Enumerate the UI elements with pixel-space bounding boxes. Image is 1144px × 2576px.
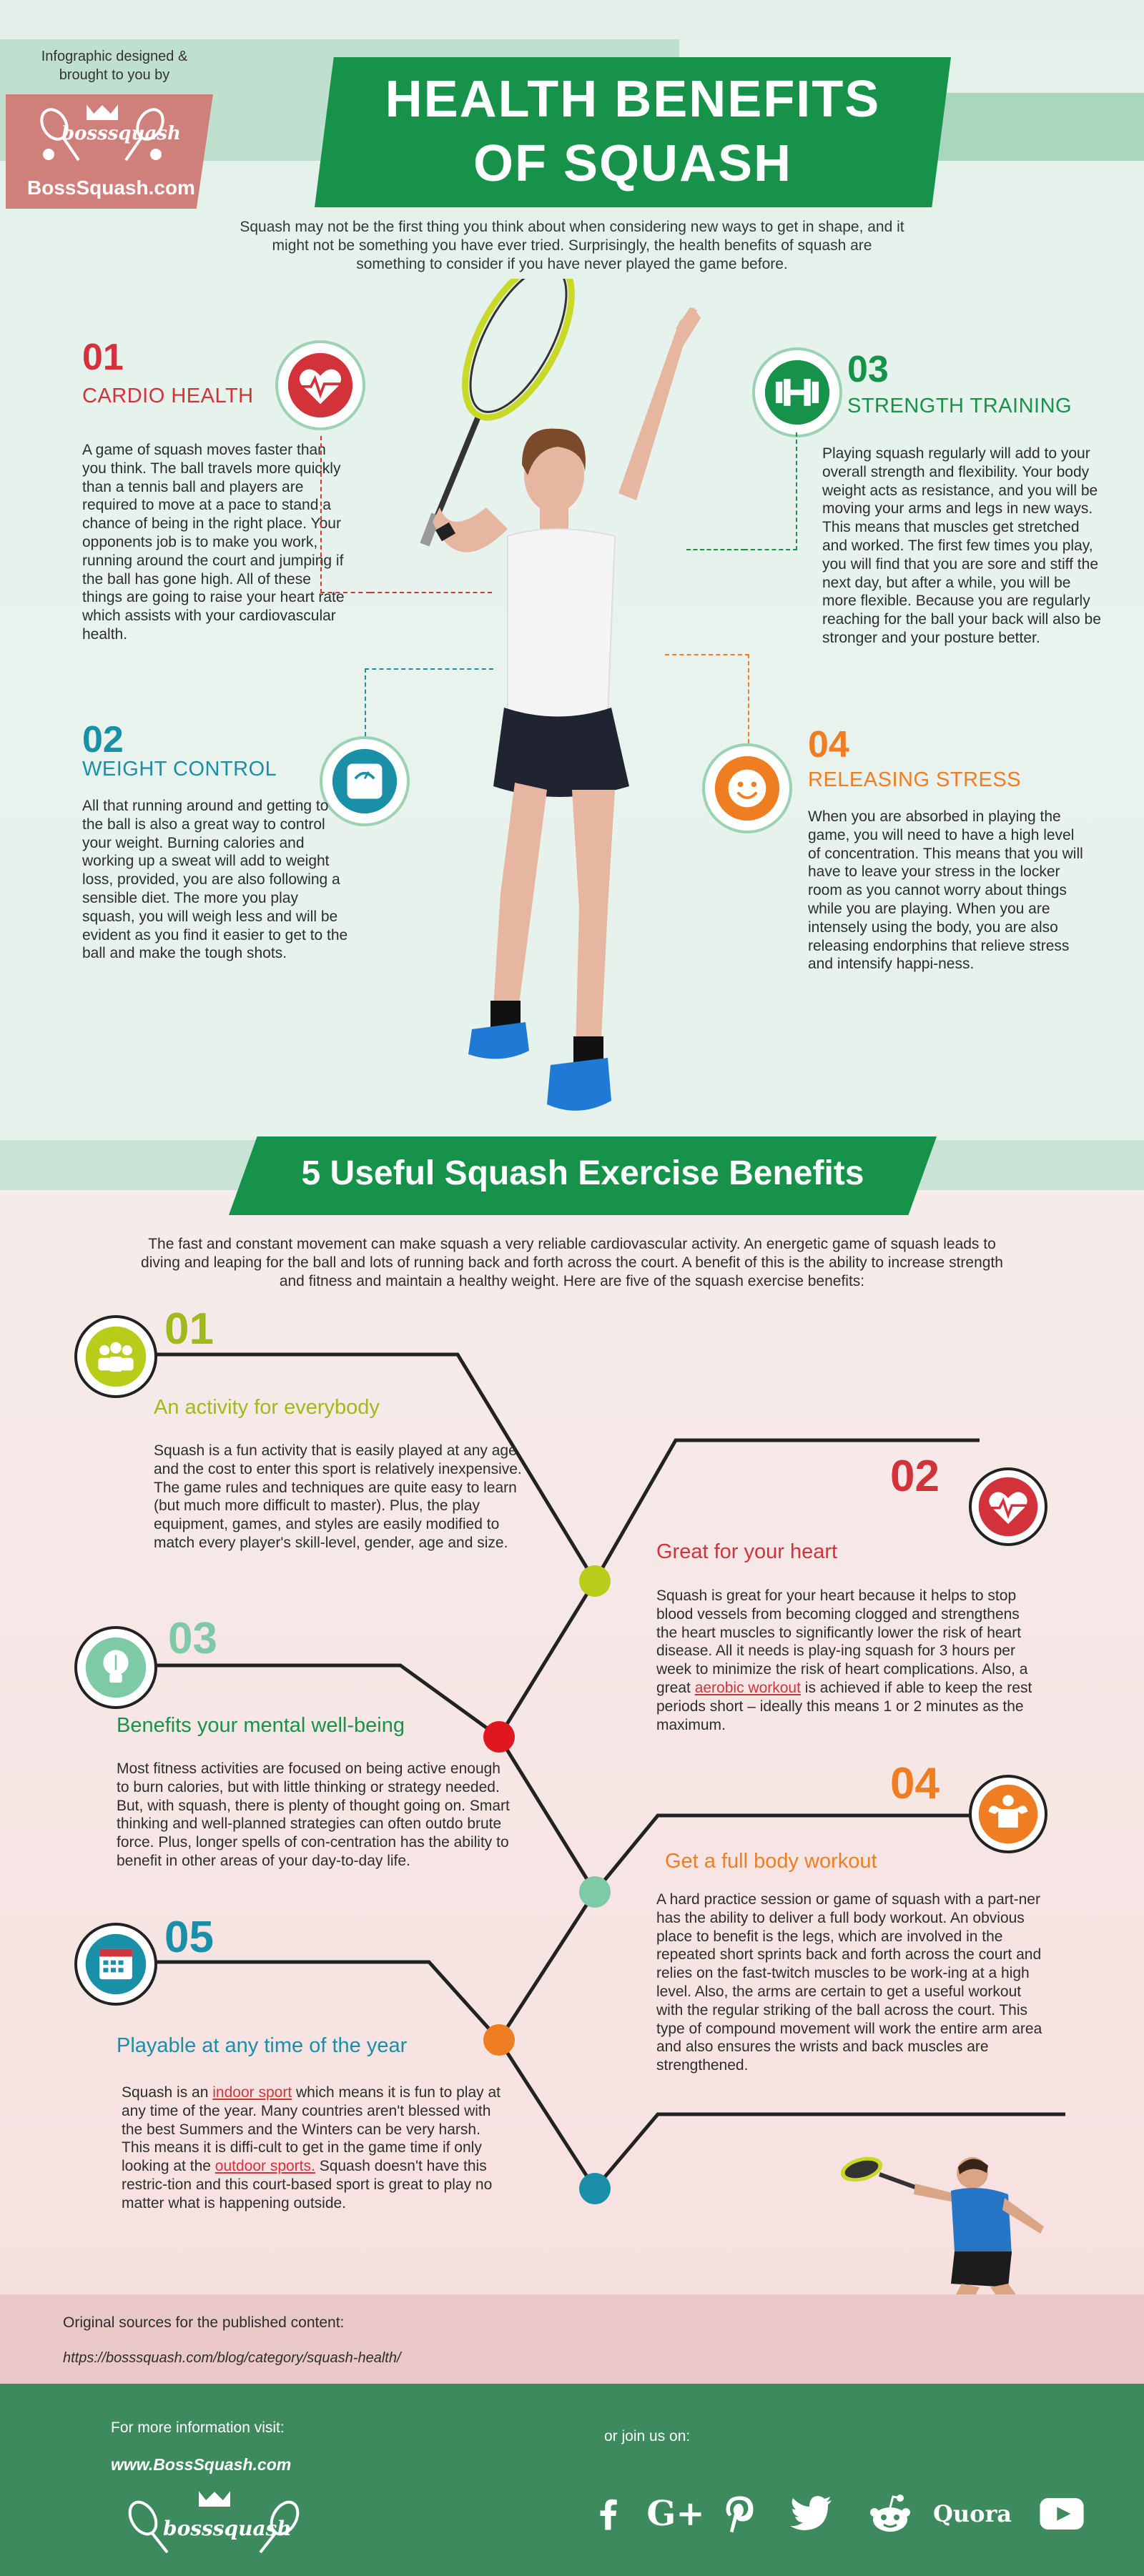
connector-line (686, 549, 745, 550)
exercise-number-03: 03 (168, 1614, 217, 1663)
footer-logo-script: bosssquash (163, 2517, 292, 2540)
calendar-icon (85, 1933, 147, 1995)
logo-site-name: BossSquash.com (27, 177, 195, 199)
outdoor-sports-link[interactable]: outdoor sports. (214, 2158, 315, 2175)
female-squash-player-illustration (420, 279, 701, 1111)
google-plus-icon[interactable]: G+ (646, 2494, 705, 2534)
heart-pulse-icon (287, 352, 353, 418)
connector-line (365, 668, 366, 736)
bosssquash-logo[interactable]: bosssquash BossSquash.com (6, 94, 213, 209)
dumbbell-icon (764, 360, 830, 425)
facebook-icon[interactable] (586, 2485, 629, 2542)
connector-line (665, 654, 749, 743)
exercise-number-05: 05 (164, 1913, 214, 1962)
crossed-rackets-icon (40, 104, 164, 162)
footer: For more information visit: www.BossSqua… (0, 2384, 1144, 2576)
exercise-text-05-part3: Squash doesn't have this restric-tion an… (122, 2158, 493, 2211)
aerobic-workout-link[interactable]: aerobic workout (694, 1679, 801, 1696)
heart-pulse-icon (978, 1477, 1038, 1537)
benefit-number-04: 04 (808, 724, 849, 766)
benefit-title-strength: STRENGTH TRAINING (847, 395, 1072, 417)
mental-icon-badge (74, 1626, 157, 1709)
strength-icon-badge (752, 347, 842, 437)
crossed-rackets-icon (128, 2491, 300, 2554)
credit-text: Infographic designed & brought to you by (41, 49, 188, 83)
sources-url-link[interactable]: https://bosssquash.com/blog/category/squ… (63, 2350, 401, 2366)
exercise-title-03: Benefits your mental well-being (117, 1714, 405, 1737)
footer-site-link[interactable]: www.BossSquash.com (111, 2455, 292, 2474)
weight-icon-badge (320, 736, 410, 826)
footer-join-text: or join us on: (604, 2428, 691, 2444)
heart-icon-badge (969, 1467, 1047, 1546)
sources-label: Original sources for the published conte… (63, 2314, 345, 2331)
exercise-text-05-part2: which means it is fun to play at any tim… (122, 2084, 500, 2175)
exercise-title: 5 Useful Squash Exercise Benefits (301, 1154, 864, 1192)
pinterest-icon[interactable] (715, 2485, 765, 2542)
twitter-glyph (790, 2496, 832, 2530)
benefit-text-stress: When you are absorbed in playing the gam… (808, 808, 1083, 973)
reddit-glyph (870, 2495, 910, 2532)
quora-icon[interactable]: Quora (932, 2500, 1012, 2527)
scale-icon (332, 748, 398, 814)
benefit-title-stress: RELEASING STRESS (808, 768, 1022, 791)
exercise-text-04: A hard practice session or game of squas… (656, 1891, 1042, 2074)
benefit-text-weight: All that running around and getting to t… (82, 798, 348, 962)
exercise-intro: The fast and constant movement can make … (141, 1236, 1003, 1289)
connector-line (320, 436, 370, 593)
exercise-title-05: Playable at any time of the year (117, 2034, 408, 2057)
benefit-title-weight: WEIGHT CONTROL (82, 758, 277, 781)
main-title-line1: HEALTH BENEFITS (385, 71, 881, 128)
exercise-title-02: Great for your heart (656, 1540, 838, 1563)
calendar-icon-badge (74, 1923, 157, 2006)
connector-line (370, 592, 492, 593)
exercise-title-04: Get a full body workout (665, 1850, 877, 1873)
activity-icon-badge (74, 1315, 157, 1398)
connector-line (744, 432, 797, 550)
benefit-text-strength: Playing squash regularly will add to you… (822, 445, 1101, 646)
exercise-text-03: Most fitness activities are focused on b… (117, 1760, 510, 1869)
logo-script-text: bosssquash (61, 123, 181, 144)
youtube-glyph (1040, 2498, 1084, 2530)
lightbulb-icon (85, 1637, 147, 1698)
cardio-icon-badge (275, 340, 365, 430)
youtube-icon[interactable] (1037, 2485, 1087, 2542)
benefit-title-cardio: CARDIO HEALTH (82, 385, 254, 407)
exercise-number-02: 02 (890, 1452, 940, 1501)
facebook-glyph (600, 2499, 617, 2530)
exercise-number-01: 01 (164, 1304, 214, 1354)
intro-text: Squash may not be the first thing you th… (240, 219, 904, 272)
benefit-number-02: 02 (82, 719, 124, 761)
exercise-text-02-part1: Squash is great for your heart because i… (656, 1587, 1028, 1696)
footer-bosssquash-logo[interactable]: bosssquash (122, 2491, 307, 2555)
indoor-sport-link[interactable]: indoor sport (212, 2084, 292, 2101)
stress-icon-badge (702, 743, 792, 833)
footer-more-info: For more information visit: (111, 2419, 285, 2436)
connector-line (365, 668, 493, 670)
exercise-title-banner: 5 Useful Squash Exercise Benefits (229, 1136, 937, 1215)
exercise-text-02-part2: is achieved if able to keep the rest per… (656, 1679, 1032, 1733)
workout-icon-badge (969, 1775, 1047, 1853)
exercise-text-01: Squash is a fun activity that is easily … (154, 1442, 522, 1551)
smiley-icon (714, 756, 780, 821)
muscle-man-icon (978, 1784, 1038, 1844)
main-title-line2: OF SQUASH (473, 135, 793, 192)
reddit-icon[interactable] (865, 2485, 915, 2542)
group-icon (85, 1326, 147, 1387)
benefit-number-03: 03 (847, 349, 889, 390)
exercise-number-04: 04 (890, 1759, 940, 1808)
exercise-text-02: Squash is great for your heart because i… (656, 1587, 1042, 1734)
main-title-banner: HEALTH BENEFITS OF SQUASH (315, 57, 951, 207)
sources-section: Original sources for the published conte… (0, 2294, 1144, 2384)
exercise-text-05-part1: Squash is an (122, 2084, 213, 2101)
benefit-text-cardio: A game of squash moves faster than you t… (82, 442, 345, 643)
exercise-text-05: Squash is an indoor sport which means it… (122, 2084, 504, 2213)
benefit-number-01: 01 (82, 337, 124, 378)
pinterest-glyph (726, 2496, 754, 2533)
exercise-title-01: An activity for everybody (154, 1396, 380, 1419)
exercise-benefits-section (0, 1144, 1144, 2294)
twitter-icon[interactable] (783, 2485, 840, 2542)
zigzag-timeline (147, 1352, 1065, 2204)
